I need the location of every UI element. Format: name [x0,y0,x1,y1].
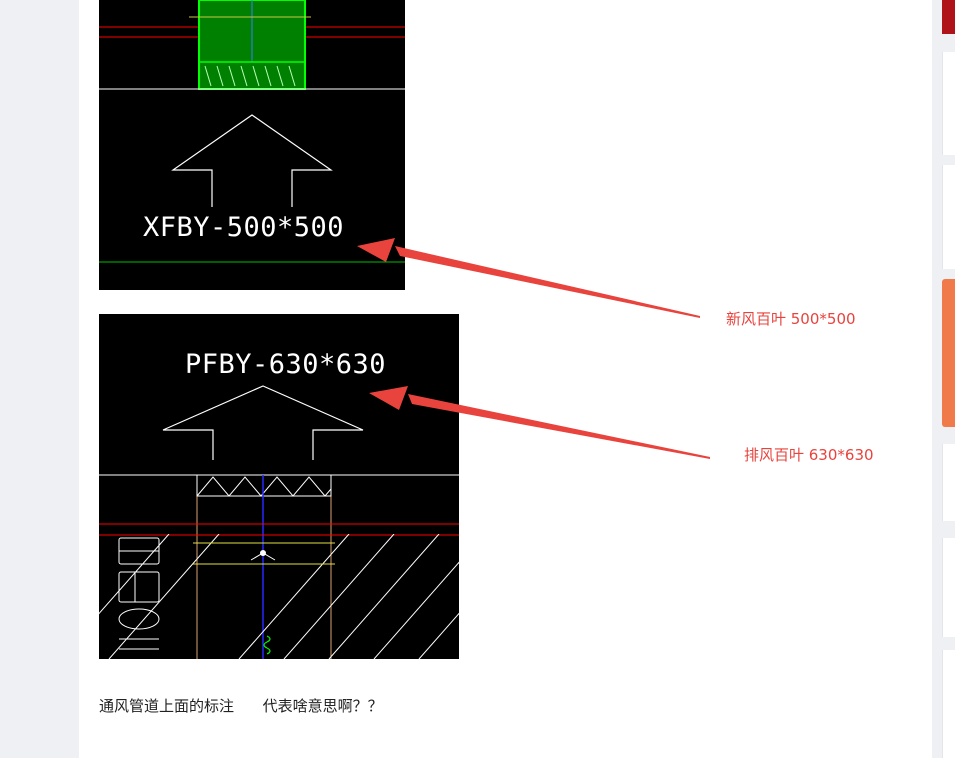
cad-drawing-1 [99,0,405,263]
arrow-head-2 [369,386,408,410]
question-text: 通风管道上面的标注 代表啥意思啊？？ [99,697,383,715]
sidebar-card[interactable] [942,444,955,521]
cad-drawing-2 [99,385,459,659]
annotation-exhaust-louver: 排风百叶 630*630 [744,446,874,464]
arrow-shaft-1 [395,246,700,318]
sidebar-card[interactable] [942,650,955,758]
right-sidebar [942,0,955,758]
arrow-head-1 [357,238,395,262]
sidebar-card[interactable] [942,165,955,269]
cad-label-xfby: XFBY-500*500 [143,212,345,243]
sidebar-card[interactable] [942,52,955,155]
cad-label-pfby: PFBY-630*630 [185,349,387,380]
annotation-fresh-air-louver: 新风百叶 500*500 [726,310,856,328]
arrow-shaft-2 [408,394,710,459]
cad-image-exhaust-louver[interactable]: PFBY-630*630 [99,314,459,659]
sidebar-promo-card[interactable] [942,279,955,427]
cad-image-fresh-air-louver[interactable]: XFBY-500*500 [99,0,405,290]
sidebar-banner-top[interactable] [942,0,955,34]
sidebar-card[interactable] [942,538,955,637]
